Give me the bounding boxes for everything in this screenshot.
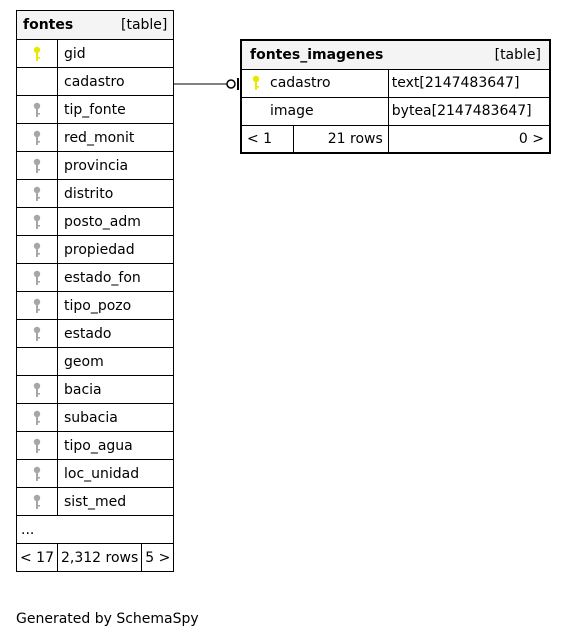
column-name: tipo_pozo (56, 291, 175, 320)
table-fontes-imagenes: fontes_imagenes [table] cadastro text[214… (240, 39, 551, 154)
key-icon (33, 326, 41, 341)
table-kind: [table] (121, 17, 168, 33)
children-count: 0 > (387, 124, 551, 154)
table-name: fontes_imagenes (250, 46, 384, 63)
column-name: cadastro (240, 68, 389, 98)
column-name: loc_unidad (56, 459, 175, 488)
column-name: tip_fonte (56, 95, 175, 124)
key-cell (16, 291, 58, 320)
key-icon (33, 242, 41, 257)
key-cell (16, 319, 58, 348)
column-row: cadastro (16, 67, 175, 96)
column-row: cadastro text[2147483647] (240, 68, 551, 98)
column-row: gid (16, 39, 175, 68)
key-icon (33, 46, 41, 61)
key-cell (16, 67, 58, 96)
key-icon (33, 186, 41, 201)
key-cell (16, 235, 58, 264)
parents-count: < 1 (240, 124, 294, 154)
parents-count: < 17 (16, 543, 58, 572)
column-name: estado_fon (56, 263, 175, 292)
column-name: cadastro (56, 67, 175, 96)
column-row: bacia (16, 375, 175, 404)
more-columns-row: ... (15, 515, 175, 544)
column-type: bytea[2147483647] (387, 96, 551, 126)
key-cell (16, 263, 58, 292)
column-name: estado (56, 319, 175, 348)
column-name: geom (56, 347, 175, 376)
key-icon (33, 410, 41, 425)
key-icon (252, 75, 260, 90)
key-icon (33, 214, 41, 229)
key-cell (16, 375, 58, 404)
key-cell (16, 487, 58, 516)
column-row: tipo_agua (16, 431, 175, 460)
column-row: propiedad (16, 235, 175, 264)
key-cell (16, 431, 58, 460)
column-name: sist_med (56, 487, 175, 516)
key-icon (33, 382, 41, 397)
key-cell (16, 39, 58, 68)
key-icon (33, 298, 41, 313)
key-icon (33, 438, 41, 453)
column-name: posto_adm (56, 207, 175, 236)
key-cell (16, 95, 58, 124)
key-cell (16, 347, 58, 376)
column-name: provincia (56, 151, 175, 180)
key-icon (33, 494, 41, 509)
key-icon (33, 130, 41, 145)
column-name: subacia (56, 403, 175, 432)
column-name: red_monit (56, 123, 175, 152)
column-name: bacia (56, 375, 175, 404)
table-kind: [table] (494, 46, 541, 63)
column-row: estado (16, 319, 175, 348)
row-count: 21 rows (292, 124, 389, 154)
column-name: gid (56, 39, 175, 68)
key-cell (16, 151, 58, 180)
column-row: provincia (16, 151, 175, 180)
key-icon (33, 270, 41, 285)
key-cell (16, 459, 58, 488)
key-cell (16, 123, 58, 152)
column-row: tip_fonte (16, 95, 175, 124)
column-row: tipo_pozo (16, 291, 175, 320)
key-cell (16, 403, 58, 432)
column-name: distrito (56, 179, 175, 208)
column-name: tipo_agua (56, 431, 175, 460)
table-header: fontes [table] (15, 10, 175, 40)
key-icon (33, 466, 41, 481)
column-name: image (240, 96, 389, 126)
row-count: 2,312 rows (56, 543, 143, 572)
column-label: cadastro (270, 75, 331, 91)
key-cell (16, 207, 58, 236)
column-type: text[2147483647] (387, 68, 551, 98)
column-row: estado_fon (16, 263, 175, 292)
relationship-optional-marker (226, 79, 236, 89)
column-row: loc_unidad (16, 459, 175, 488)
column-row: geom (16, 347, 175, 376)
key-cell (16, 179, 58, 208)
key-icon (33, 102, 41, 117)
column-row: posto_adm (16, 207, 175, 236)
generated-by-note: Generated by SchemaSpy (16, 611, 199, 627)
column-row: distrito (16, 179, 175, 208)
column-name: propiedad (56, 235, 175, 264)
table-header: fontes_imagenes [table] (240, 39, 551, 70)
column-label: image (270, 103, 314, 119)
column-row: sist_med (16, 487, 175, 516)
table-name: fontes (23, 17, 74, 33)
children-count: 5 > (141, 543, 175, 572)
more-columns-indicator: ... (15, 515, 175, 544)
column-row: subacia (16, 403, 175, 432)
key-icon (33, 158, 41, 173)
column-row: image bytea[2147483647] (240, 96, 551, 126)
key-slot (250, 75, 270, 91)
column-row: red_monit (16, 123, 175, 152)
